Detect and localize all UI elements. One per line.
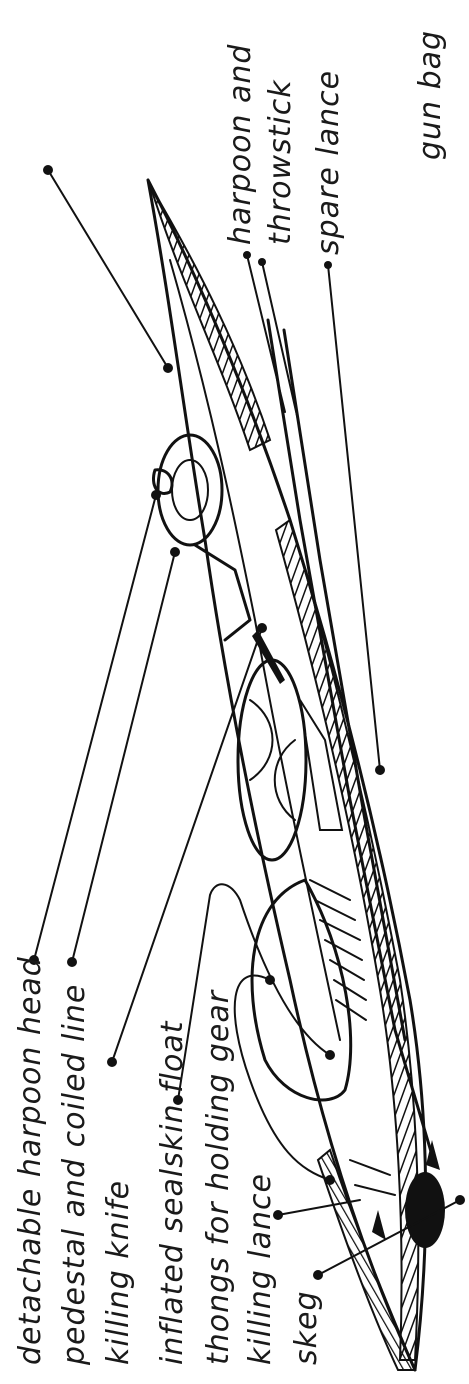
label-killing-lance: killing lance	[243, 1173, 278, 1365]
label-spare-lance: spare lance	[311, 70, 346, 255]
label-skeg: skeg	[289, 1290, 324, 1365]
label-killing-knife: killing knife	[101, 1180, 136, 1365]
sealskin-float	[238, 660, 306, 860]
label-thongs-for-holding-gear: thongs for holding gear	[201, 989, 236, 1365]
label-pedestal-and-coiled-line: pedestal and coiled line	[57, 984, 92, 1366]
right-labels: gun bag harpoon and throwstick spare lan…	[223, 30, 448, 255]
label-inflated-sealskin-float: inflated sealskin float	[155, 1020, 190, 1365]
left-labels: detachable harpoon head pedestal and coi…	[13, 956, 324, 1366]
pedestal-coiled-line	[153, 435, 250, 640]
label-throwstick: throwstick	[263, 79, 298, 245]
label-detachable-harpoon-head: detachable harpoon head	[13, 956, 48, 1365]
kayak-hull	[148, 180, 445, 1370]
label-gun-bag: gun bag	[413, 30, 448, 160]
label-harpoon-and: harpoon and	[223, 44, 258, 245]
killing-knife	[252, 630, 285, 684]
